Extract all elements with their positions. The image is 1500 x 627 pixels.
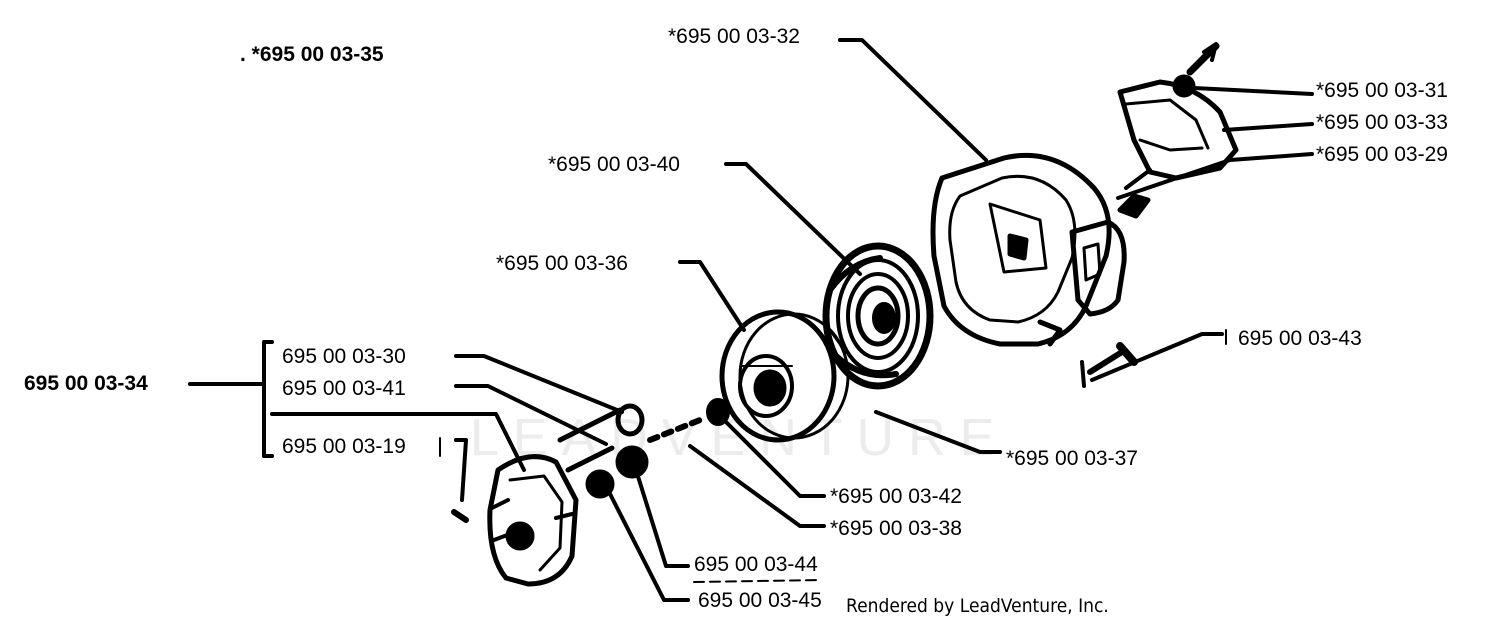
kit-label: 695 00 03-34 <box>24 372 148 395</box>
part-label-29: *695 00 03-29 <box>1316 143 1448 166</box>
pawl-assembly <box>557 403 649 499</box>
assembly-label: . *695 00 03-35 <box>240 43 384 66</box>
recoil-spring <box>822 242 934 390</box>
part-label-44: 695 00 03-44 <box>694 553 818 576</box>
part-label-33: *695 00 03-33 <box>1316 111 1448 134</box>
part-label-41: 695 00 03-41 <box>282 377 406 400</box>
leader-lines <box>188 38 1314 602</box>
part-label-42: *695 00 03-42 <box>830 485 962 508</box>
part-label-36: *695 00 03-36 <box>496 252 628 275</box>
part-label-38: *695 00 03-38 <box>830 517 962 540</box>
part-label-37: *695 00 03-37 <box>1006 447 1138 470</box>
part-label-43: 695 00 03-43 <box>1238 327 1362 350</box>
part-label-45: 695 00 03-45 <box>698 589 822 612</box>
part-label-40: *695 00 03-40 <box>548 153 680 176</box>
credit-text: Rendered by LeadVenture, Inc. <box>846 595 1109 617</box>
kit-bracket <box>262 340 274 458</box>
part-label-19: 695 00 03-19 <box>282 435 406 458</box>
starter-pulley <box>719 309 850 443</box>
part-label-30: 695 00 03-30 <box>282 345 406 368</box>
part-label-31: *695 00 03-31 <box>1316 79 1448 102</box>
handle-assembly <box>1117 42 1239 219</box>
fan-housing <box>487 454 579 587</box>
small-washer <box>647 398 730 443</box>
part-label-32: *695 00 03-32 <box>668 25 800 48</box>
bolt <box>1080 342 1138 388</box>
starter-housing <box>930 152 1127 347</box>
